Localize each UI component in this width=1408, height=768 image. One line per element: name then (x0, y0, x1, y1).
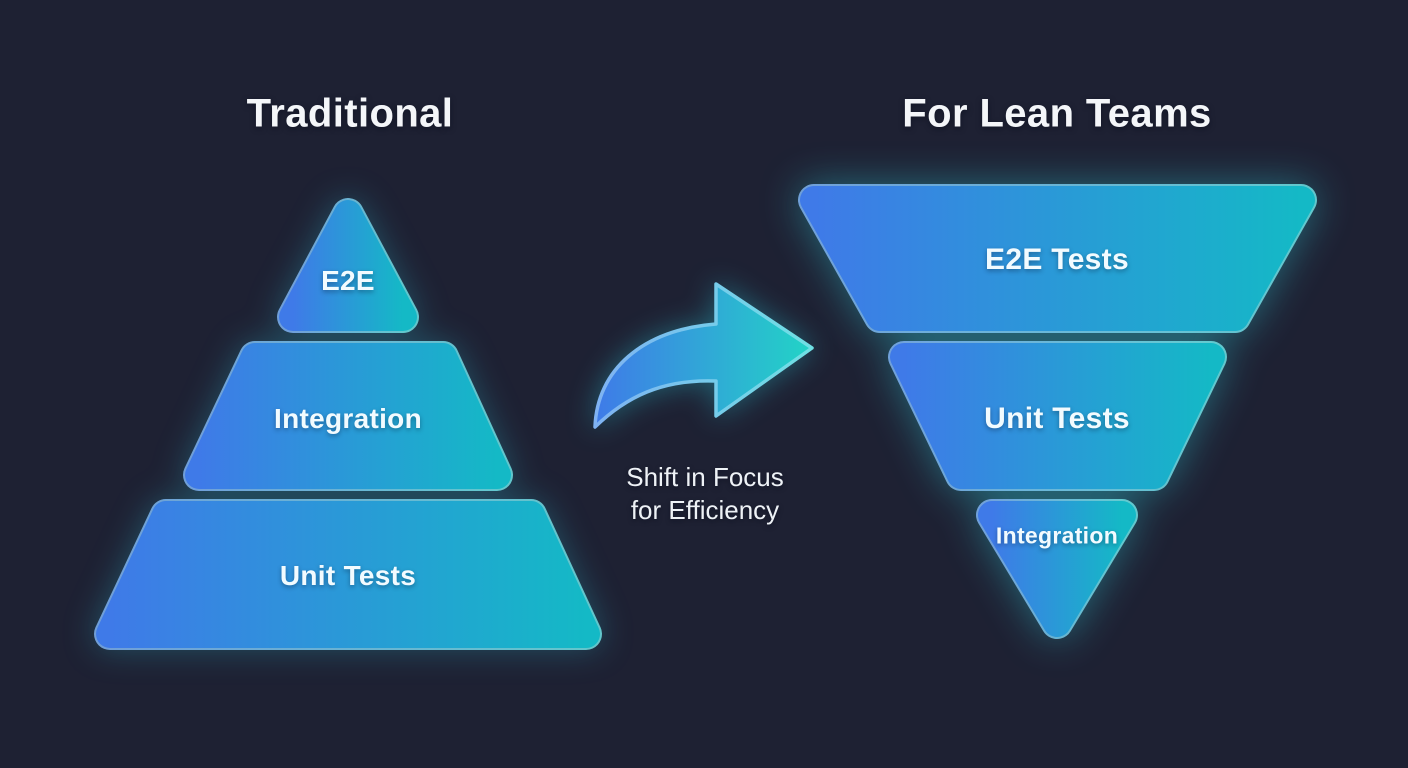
left-pyramid (94, 198, 602, 650)
left-tier-integration-label: Integration (274, 403, 422, 434)
left-tier-unit-tests-shape (94, 499, 602, 650)
left-tier-integration-shape (183, 341, 513, 491)
right-pyramid (798, 184, 1317, 639)
right-tier-unit-tests-shape (888, 341, 1227, 491)
right-tier-integration-shape (976, 499, 1138, 639)
shift-caption-line1: Shift in Focus (626, 462, 784, 492)
right-tier-integration-label: Integration (995, 522, 1119, 549)
left-tier-e2e-label: E2E (321, 265, 375, 296)
shift-caption: Shift in Focus for Efficiency (626, 461, 784, 527)
shift-arrow-icon (593, 282, 814, 429)
right-tier-e2e-tests-shape (798, 184, 1317, 333)
right-title: For Lean Teams (902, 91, 1212, 136)
right-tier-e2e-tests-label: E2E Tests (985, 243, 1129, 276)
left-tier-unit-tests-label: Unit Tests (279, 560, 417, 591)
left-tier-e2e-shape (277, 198, 419, 333)
shift-caption-line2: for Efficiency (630, 495, 780, 525)
right-tier-unit-tests-label: Unit Tests (984, 402, 1130, 435)
left-title: Traditional (246, 91, 454, 136)
